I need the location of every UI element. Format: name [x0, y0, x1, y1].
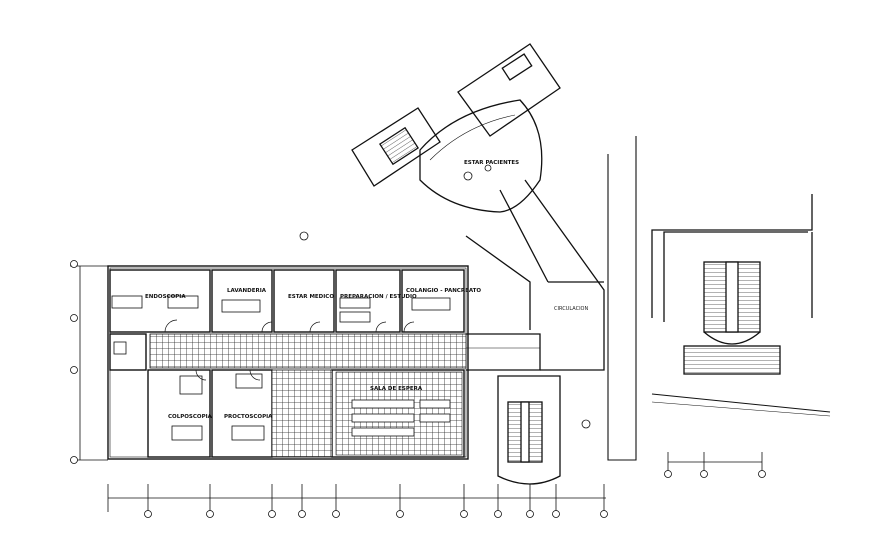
door-swings: [164, 319, 415, 381]
room-label-preparacion: PREPARACION / ESTUDIO: [340, 294, 417, 300]
room-label-estar-medico: ESTAR MEDICO: [288, 294, 334, 300]
corridor-floor-tiles: [149, 333, 467, 369]
room-label-estar-pacientes: ESTAR PACIENTES: [464, 160, 519, 166]
waiting-room-tiles: [335, 371, 463, 456]
top-wing: [351, 43, 561, 213]
stair-tower: [497, 375, 561, 485]
stair-detail: [651, 194, 831, 417]
boundary-wall: [607, 136, 637, 461]
axis-bubbles: [70, 231, 766, 518]
room-label-sala-espera: SALA DE ESPERA: [370, 386, 423, 392]
waiting-seats: [351, 399, 451, 437]
room-label-proctoscopia: PROCTOSCOPIA: [224, 414, 273, 420]
waiting-floor-tiles: [271, 369, 333, 458]
connector-corridor: [466, 333, 541, 371]
room-furniture: [111, 295, 451, 441]
room-label-colposcopia: COLPOSCOPIA: [168, 414, 213, 420]
room-label-circulacion: CIRCULACION: [554, 306, 588, 312]
room-label-colangio: COLANGIO - PANCREATO: [406, 288, 481, 294]
room-label-endoscopia: ENDOSCOPIA: [145, 294, 186, 300]
diagonal-wing: CIRCULACION: [465, 179, 605, 371]
grid-axis-line: [70, 265, 763, 512]
room-label-lavanderia: LAVANDERIA: [227, 288, 267, 294]
